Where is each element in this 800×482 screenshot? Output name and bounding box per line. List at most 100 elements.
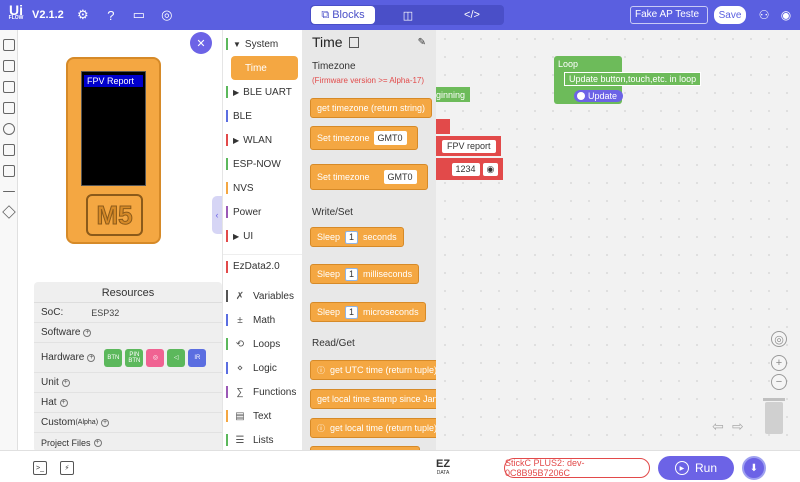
update-block[interactable]: Update <box>574 90 624 102</box>
timezone-text-input[interactable]: GMT0 <box>383 170 417 184</box>
add-custom-icon[interactable]: + <box>101 418 110 427</box>
category-time[interactable]: Time <box>231 56 298 80</box>
save-button[interactable]: Save <box>714 6 746 24</box>
run-button[interactable]: ▶ Run <box>658 456 734 480</box>
partial-block[interactable] <box>310 446 420 450</box>
loop-block[interactable]: Loop Update button,touch,etc. in loop Up… <box>554 56 702 104</box>
add-software-icon[interactable]: + <box>83 328 92 337</box>
category-color-bar <box>226 230 228 242</box>
tab-split[interactable]: ◫ <box>376 5 440 25</box>
category-ui[interactable]: ▶ UI <box>223 224 302 248</box>
category-power[interactable]: Power <box>223 200 302 224</box>
tab-blocks[interactable]: ⧉ Blocks <box>311 6 375 24</box>
user-settings-icon[interactable]: ⚇ <box>758 8 770 22</box>
device-connection-badge[interactable]: StickC PLUS2: dev-0C8B95B7206C <box>504 458 650 478</box>
zoom-in-icon[interactable]: + <box>771 355 787 371</box>
loop-label: Loop <box>558 59 579 69</box>
set-timezone-block-1[interactable]: Set timezone GMT0 <box>310 126 418 150</box>
hat-row[interactable]: Hat + <box>34 393 222 413</box>
software-row[interactable]: Software + <box>34 323 222 343</box>
category-text[interactable]: ▤ Text <box>223 404 302 428</box>
set-timezone-block-2[interactable]: Set timezone GMT0 <box>310 164 428 190</box>
get-local-time-block[interactable]: ⓘ get local time (return tuple) <box>310 418 436 438</box>
circle-icon[interactable] <box>2 123 15 135</box>
image-label-icon[interactable] <box>2 165 15 177</box>
sleep-seconds-block[interactable]: Sleep 1 seconds <box>310 227 404 247</box>
setup-block-partial[interactable]: eginning <box>426 87 471 102</box>
tools-icon[interactable]: ✕ <box>190 32 212 54</box>
project-files-row[interactable]: Project Files + <box>34 433 222 453</box>
eye-icon[interactable]: ◉ <box>482 162 499 176</box>
category-ble[interactable]: BLE <box>223 104 302 128</box>
device-screen[interactable]: FPV Report <box>81 71 146 186</box>
unit-label: milliseconds <box>363 269 413 279</box>
image-icon[interactable] <box>2 144 15 156</box>
sleep-value-input[interactable]: 1 <box>345 305 359 319</box>
category-logic[interactable]: ⋄ Logic <box>223 356 302 380</box>
tab-code[interactable]: </> <box>440 5 504 25</box>
planet-icon[interactable]: ◎ <box>161 7 173 22</box>
fpv-report-text[interactable]: FPV report <box>442 139 496 153</box>
zoom-out-icon[interactable]: − <box>771 374 787 390</box>
category-nvs[interactable]: NVS <box>223 176 302 200</box>
settings-icon[interactable]: ⚙ <box>76 7 89 22</box>
category-ezdata[interactable]: EzData2.0 <box>223 254 302 278</box>
pin-icon[interactable]: ✎ <box>417 36 426 48</box>
category-ble-uart[interactable]: ▶ BLE UART <box>223 80 302 104</box>
screen-title-label[interactable]: FPV Report <box>84 75 143 87</box>
trash-icon[interactable] <box>763 398 785 434</box>
folder-icon[interactable]: ▭ <box>132 7 145 22</box>
category-wlan[interactable]: ▶ WLAN <box>223 128 302 152</box>
category-variables[interactable]: ✗ Variables <box>223 284 302 308</box>
get-utc-time-block[interactable]: ⓘ get UTC time (return tuple) <box>310 360 436 380</box>
device-preview: FPV Report M5 <box>66 57 161 244</box>
blocks-workspace[interactable]: Loop Update button,touch,etc. in loop Up… <box>426 30 800 450</box>
sleep-value-input[interactable]: 1 <box>345 230 359 244</box>
flash-icon[interactable]: ⚡ <box>60 461 74 475</box>
get-timezone-block[interactable]: get timezone (return string) <box>310 98 433 118</box>
undo-icon[interactable]: ⇦ <box>712 418 724 434</box>
unit-row[interactable]: Unit + <box>34 373 222 393</box>
sleep-value-input[interactable]: 1 <box>345 267 359 281</box>
timezone-value-input[interactable]: GMT0 <box>373 131 407 145</box>
account-icon[interactable]: ◉ <box>780 8 792 22</box>
imu-chip-icon[interactable]: ◎ <box>146 348 165 367</box>
help-icon[interactable]: ? <box>107 7 115 23</box>
category-loops[interactable]: ⟲ Loops <box>223 332 302 356</box>
btn-chip[interactable]: BTN <box>104 348 123 367</box>
download-icon[interactable]: ⬇ <box>742 456 766 480</box>
category-esp-now[interactable]: ESP-NOW <box>223 152 302 176</box>
recenter-icon[interactable]: ◎ <box>771 331 787 347</box>
category-system[interactable]: ▼ System <box>223 32 302 56</box>
add-hardware-icon[interactable]: + <box>87 353 96 362</box>
number-value[interactable]: 1234 <box>451 162 480 176</box>
block-label: get UTC time (return tuple) <box>330 365 436 375</box>
ezdata-button[interactable]: EZ DATA <box>436 459 450 478</box>
tag-icon[interactable] <box>2 60 15 72</box>
ir-chip[interactable]: IR <box>188 348 207 367</box>
triangle-icon[interactable] <box>1 205 16 219</box>
sleep-milliseconds-block[interactable]: Sleep 1 milliseconds <box>310 264 420 284</box>
collapse-panel-handle[interactable]: ‹ <box>212 196 222 234</box>
paint-icon[interactable] <box>2 81 15 93</box>
pin-btn-chip[interactable]: PIN BTN <box>125 348 144 367</box>
category-math[interactable]: ± Math <box>223 308 302 332</box>
document-icon[interactable] <box>348 36 359 48</box>
add-hat-icon[interactable]: + <box>59 398 68 407</box>
label-set-number-block[interactable]: to 1234 ◉ <box>426 158 504 180</box>
project-name-input[interactable]: Fake AP Teste <box>630 6 708 24</box>
sleep-microseconds-block[interactable]: Sleep 1 microseconds <box>310 302 426 322</box>
label-set-text-block[interactable]: FPV report <box>426 136 501 156</box>
get-local-time-stamp-block[interactable]: get local time stamp since Jan 1, <box>310 389 436 409</box>
window-icon[interactable] <box>2 39 15 51</box>
speaker-chip-icon[interactable]: ◁ <box>167 348 186 367</box>
redo-icon[interactable]: ⇨ <box>732 418 744 434</box>
custom-row[interactable]: Custom (Alpha) + <box>34 413 222 433</box>
line-icon[interactable] <box>2 191 15 192</box>
rectangle-icon[interactable] <box>2 102 15 114</box>
add-unit-icon[interactable]: + <box>61 378 70 387</box>
add-project-file-icon[interactable]: + <box>93 439 102 447</box>
category-functions[interactable]: ∑ Functions <box>223 380 302 404</box>
terminal-icon[interactable]: >_ <box>33 461 47 475</box>
category-lists[interactable]: ☰ Lists <box>223 428 302 452</box>
